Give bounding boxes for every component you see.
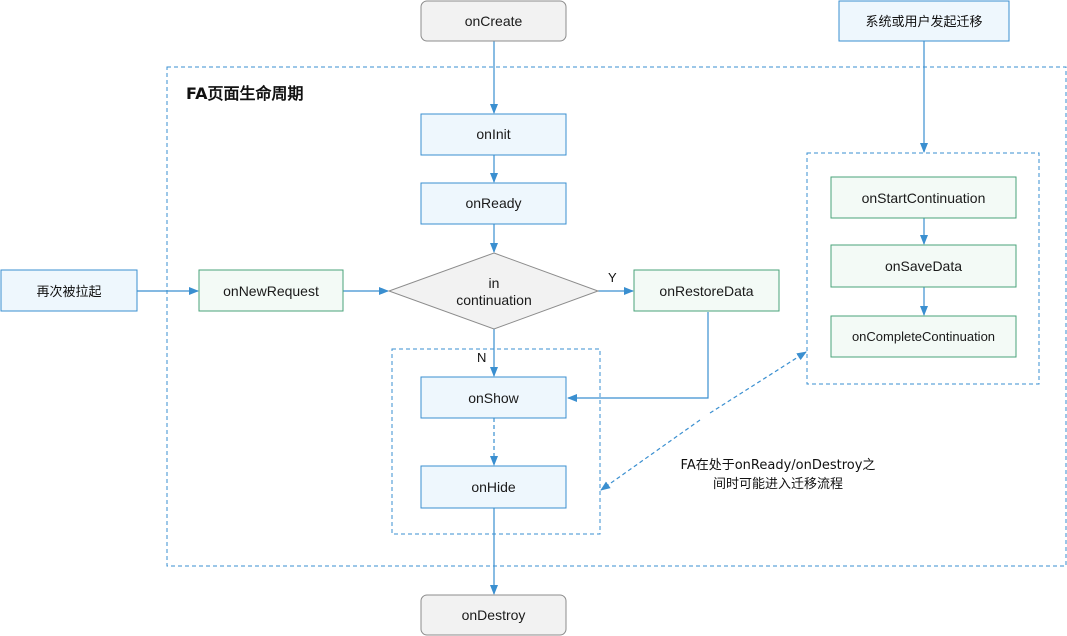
node-onready: onReady [420,182,567,225]
node-migration-trigger: 系统或用户发起迁移 [838,0,1010,42]
node-ondestroy: onDestroy [420,594,567,636]
node-relaunch: 再次被拉起 [0,269,138,312]
svg-text:onCompleteContinuation: onCompleteContinuation [852,329,995,344]
svg-text:onNewRequest: onNewRequest [223,283,319,299]
node-onsavedata: onSaveData [830,244,1017,288]
node-in-continuation-decision: in continuation [387,252,600,330]
svg-text:onRestoreData: onRestoreData [659,283,753,299]
arrow-restore-to-show [567,312,709,402]
migration-note: FA在处于onReady/onDestroy之 间时可能进入迁移流程 [681,458,876,492]
svg-text:onStartContinuation: onStartContinuation [862,190,986,206]
fa-lifecycle-boundary [166,66,1067,567]
diagram-title: FA页面生命周期 [186,84,303,103]
svg-text:onSaveData: onSaveData [885,258,962,274]
node-oninit: onInit [420,113,567,156]
svg-text:onReady: onReady [465,195,521,211]
svg-text:in: in [489,275,500,291]
dashed-link-to-continuation [709,351,807,414]
svg-text:onShow: onShow [468,390,519,406]
connectors [137,41,928,595]
node-onrestoredata: onRestoreData [633,269,780,312]
svg-text:onHide: onHide [471,479,516,495]
svg-text:FA在处于onReady/onDestroy之: FA在处于onReady/onDestroy之 [681,458,876,473]
node-onstartcontinuation: onStartContinuation [830,176,1017,219]
svg-text:间时可能进入迁移流程: 间时可能进入迁移流程 [713,477,843,492]
node-onhide: onHide [420,465,567,509]
node-onnewrequest: onNewRequest [198,269,344,312]
node-oncreate: onCreate [420,0,567,42]
svg-text:onCreate: onCreate [465,13,523,29]
svg-text:continuation: continuation [456,292,532,308]
svg-text:onInit: onInit [476,126,510,142]
node-onshow: onShow [420,376,567,419]
yes-label: Y [608,270,617,285]
dashed-link-to-showhide [600,419,701,491]
show-hide-group [391,348,601,535]
svg-text:系统或用户发起迁移: 系统或用户发起迁移 [865,14,982,30]
no-label: N [477,350,486,365]
svg-text:onDestroy: onDestroy [462,607,526,623]
continuation-group [806,152,1040,385]
node-oncompletecontinuation: onCompleteContinuation [830,315,1017,358]
svg-text:再次被拉起: 再次被拉起 [36,284,101,300]
